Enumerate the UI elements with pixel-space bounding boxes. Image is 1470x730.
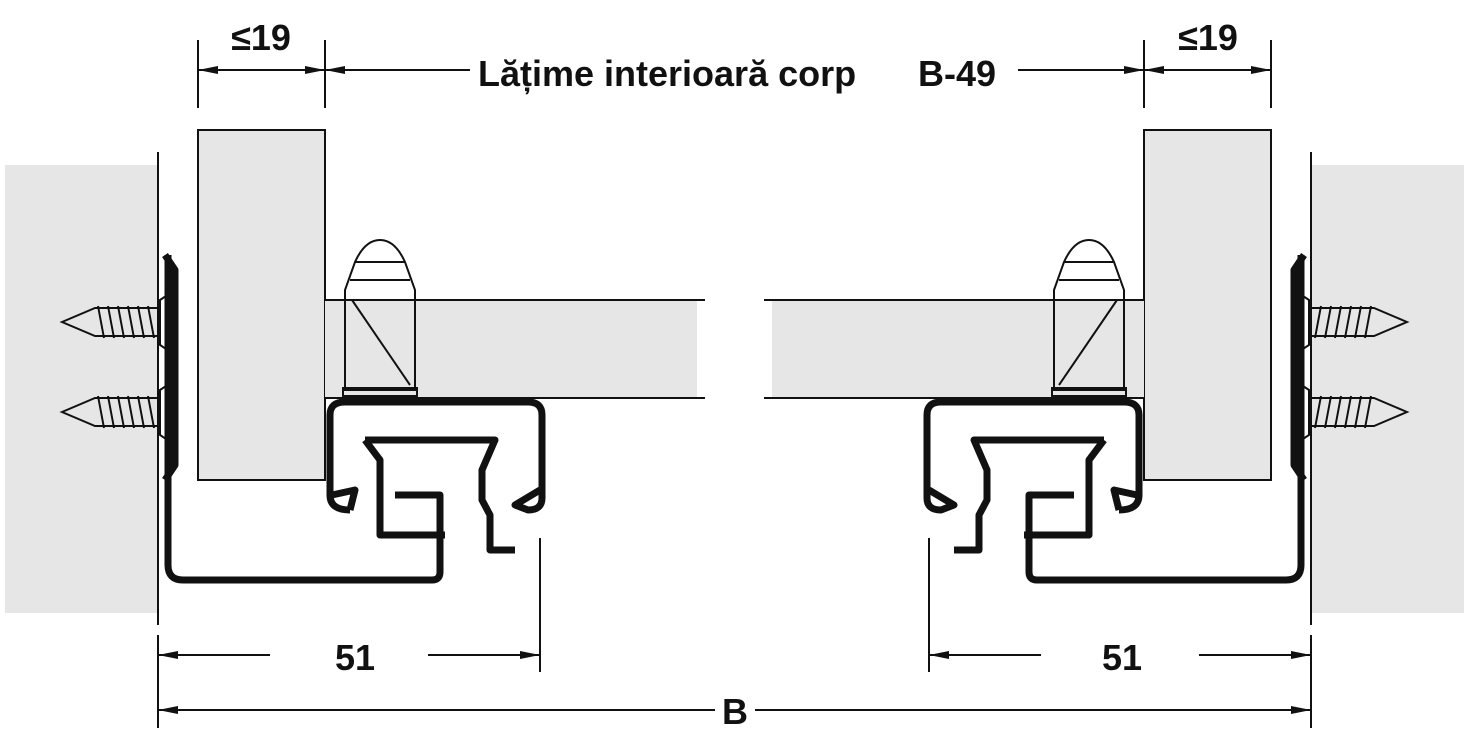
rail-width-left: 51 <box>335 637 375 678</box>
rail-width-right: 51 <box>1102 637 1142 678</box>
inner-width-label: Lățime interioară corp <box>478 53 856 95</box>
inner-width-formula: B-49 <box>918 53 996 94</box>
side-thickness-left: ≤19 <box>231 17 291 58</box>
right-side-assembly <box>764 40 1464 728</box>
overall-width: B <box>722 691 748 730</box>
left-side-assembly <box>5 40 705 728</box>
side-thickness-right: ≤19 <box>1178 17 1238 58</box>
